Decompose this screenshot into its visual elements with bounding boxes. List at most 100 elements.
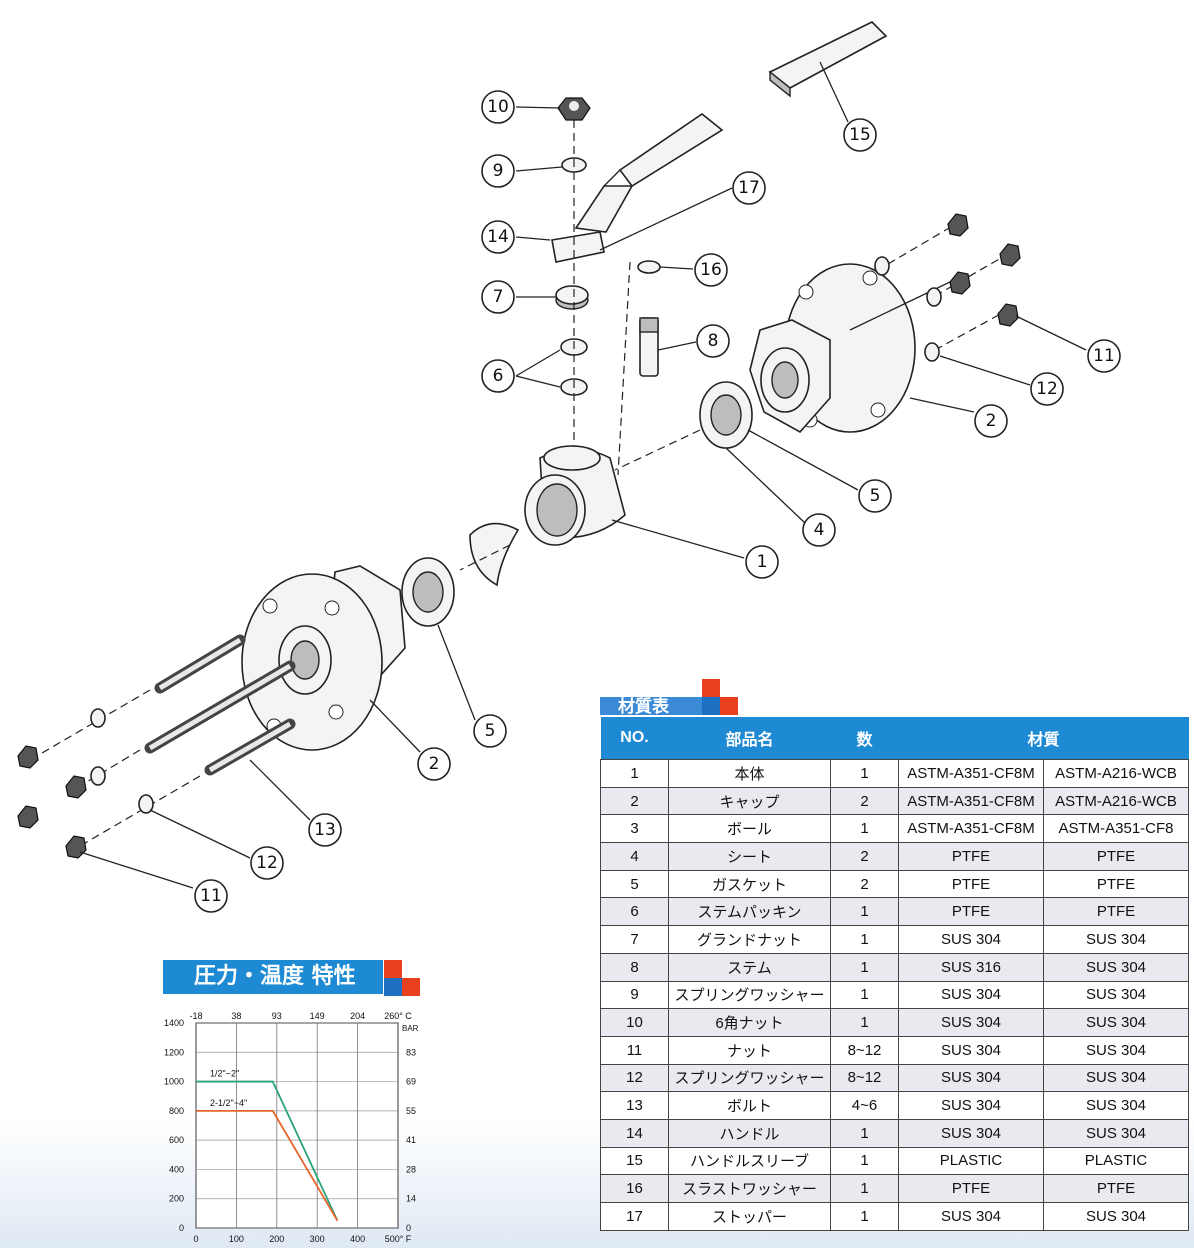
y-right-tick-label: 14 [406, 1194, 416, 1204]
x-top-tick-label: 93 [272, 1011, 282, 1021]
cell-m1: SUS 304 [898, 1008, 1044, 1037]
y-left-tick-label: 1400 [164, 1018, 184, 1028]
y-left-tick-label: 800 [169, 1106, 184, 1116]
callout-2-left: 2 [417, 747, 451, 781]
header-no: NO. [600, 717, 669, 760]
cell-no: 7 [600, 925, 669, 954]
svg-text:15: 15 [849, 125, 871, 145]
cell-name: ハンドル [668, 1118, 831, 1148]
cell-name: ハンドルスリーブ [668, 1146, 831, 1176]
callout-11: 11 [1087, 339, 1121, 373]
chart-title: 圧力・温度 特性 [194, 964, 356, 989]
cell-no: 17 [600, 1202, 669, 1231]
callout-7: 7 [481, 280, 515, 314]
stem-part [639, 317, 659, 377]
cell-m1: PLASTIC [898, 1146, 1044, 1176]
seat-part [699, 381, 753, 449]
y-right-tick-label: 28 [406, 1164, 416, 1174]
cell-no: 3 [600, 814, 669, 844]
handle-part [551, 113, 724, 263]
svg-text:16: 16 [700, 260, 722, 280]
y-right-tick-label: 41 [406, 1135, 416, 1145]
y-left-tick-label: 200 [169, 1194, 184, 1204]
cell-name: ストッパー [668, 1202, 831, 1231]
cell-name: シート [668, 842, 831, 871]
cell-qty: 1 [830, 1202, 899, 1231]
accent-square-blue [702, 697, 720, 715]
svg-text:2: 2 [429, 754, 440, 774]
cell-qty: 1 [830, 925, 899, 954]
callout-group: 10 9 14 17 7 6 16 8 15 11 12 2 5 4 1 5 2… [194, 90, 1121, 913]
callout-10: 10 [481, 90, 515, 124]
callout-9: 9 [481, 154, 515, 188]
x-bottom-tick-label: 0 [193, 1234, 198, 1244]
right-fasteners-part [849, 213, 1021, 362]
materials-banner: 材質表 [600, 697, 728, 715]
cell-name: ボール [668, 814, 831, 844]
cell-name: ナット [668, 1035, 831, 1065]
accent-square-red [702, 679, 720, 697]
cell-qty: 1 [830, 1146, 899, 1176]
cell-name: キャップ [668, 786, 831, 816]
cell-m1: ASTM-A351-CF8M [898, 814, 1044, 844]
callout-5-left: 5 [473, 714, 507, 748]
svg-text:6: 6 [493, 366, 504, 386]
header-material: 材質 [898, 717, 1189, 760]
svg-text:13: 13 [314, 820, 336, 840]
svg-text:4: 4 [814, 520, 825, 540]
x-bottom-tick-label: 500° F [385, 1234, 412, 1244]
cell-m1: SUS 304 [898, 1118, 1044, 1148]
cell-no: 1 [600, 759, 669, 788]
left-cap-flange-part [241, 565, 406, 751]
cell-name: スプリングワッシャー [668, 1063, 831, 1093]
cell-qty: 4~6 [830, 1091, 899, 1120]
cell-name: ボルト [668, 1091, 831, 1120]
cell-qty: 2 [830, 869, 899, 899]
chart-accent-red-2 [402, 978, 420, 996]
cell-name: ステムパッキン [668, 897, 831, 927]
cell-m1: SUS 316 [898, 952, 1044, 982]
cell-m1: PTFE [898, 842, 1044, 871]
series-line-0 [196, 1080, 339, 1222]
cell-m2: PTFE [1042, 897, 1190, 927]
cell-m2: SUS 304 [1042, 1063, 1190, 1093]
x-bottom-tick-label: 300 [310, 1234, 325, 1244]
y-right-unit-label: BAR [402, 1024, 419, 1033]
cell-qty: 1 [830, 980, 899, 1010]
callout-4: 4 [802, 513, 836, 547]
cell-m2: SUS 304 [1042, 1035, 1190, 1065]
x-top-tick-label: 260° C [384, 1011, 412, 1021]
cell-m1: PTFE [898, 897, 1044, 927]
x-bottom-tick-label: 400 [350, 1234, 365, 1244]
y-right-tick-label: 69 [406, 1077, 416, 1087]
cell-m1: PTFE [898, 869, 1044, 899]
x-top-tick-label: 38 [231, 1011, 241, 1021]
y-left-tick-label: 1200 [164, 1047, 184, 1057]
y-left-tick-label: 400 [169, 1164, 184, 1174]
callout-14: 14 [481, 220, 515, 254]
svg-text:12: 12 [1036, 379, 1058, 399]
callout-2: 2 [974, 404, 1008, 438]
callout-13: 13 [308, 813, 342, 847]
cell-m2: PTFE [1042, 1174, 1190, 1203]
cell-no: 15 [600, 1146, 669, 1176]
svg-text:9: 9 [493, 161, 504, 181]
header-part-name: 部品名 [668, 717, 831, 760]
cell-name: 6角ナット [668, 1008, 831, 1037]
chart-banner [163, 960, 383, 994]
cell-m2: PTFE [1042, 869, 1190, 899]
callout-6: 6 [481, 359, 515, 393]
cell-qty: 1 [830, 1008, 899, 1037]
chart-accent-red [384, 960, 402, 978]
cell-m2: SUS 304 [1042, 1008, 1190, 1037]
plot-area [195, 1022, 399, 1229]
series-label-1: 2-1/2"~4" [210, 1098, 247, 1108]
cell-m2: ASTM-A216-WCB [1042, 786, 1190, 816]
